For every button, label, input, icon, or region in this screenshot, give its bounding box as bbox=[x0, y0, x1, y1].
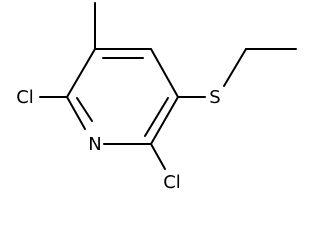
bond-c2-c3 bbox=[66, 48, 96, 98]
structure-svg: Cl N Cl S bbox=[16, 2, 297, 193]
sulfur-label: S bbox=[209, 87, 220, 108]
molecule-diagram: Cl N Cl S bbox=[16, 2, 297, 193]
bond-c5-c6-inner bbox=[144, 97, 169, 137]
bond-c4-c5 bbox=[150, 48, 179, 98]
bond-s-ethyl-1 bbox=[223, 48, 247, 87]
bond-c6-cl bbox=[150, 143, 166, 170]
bond-n-c2 bbox=[66, 96, 86, 130]
chlorine-right-label: Cl bbox=[163, 172, 181, 193]
bond-n-c2-inner bbox=[76, 97, 93, 122]
nitrogen-label: N bbox=[88, 134, 101, 155]
chlorine-left-label: Cl bbox=[16, 87, 34, 108]
bond-c5-c6 bbox=[150, 96, 179, 145]
